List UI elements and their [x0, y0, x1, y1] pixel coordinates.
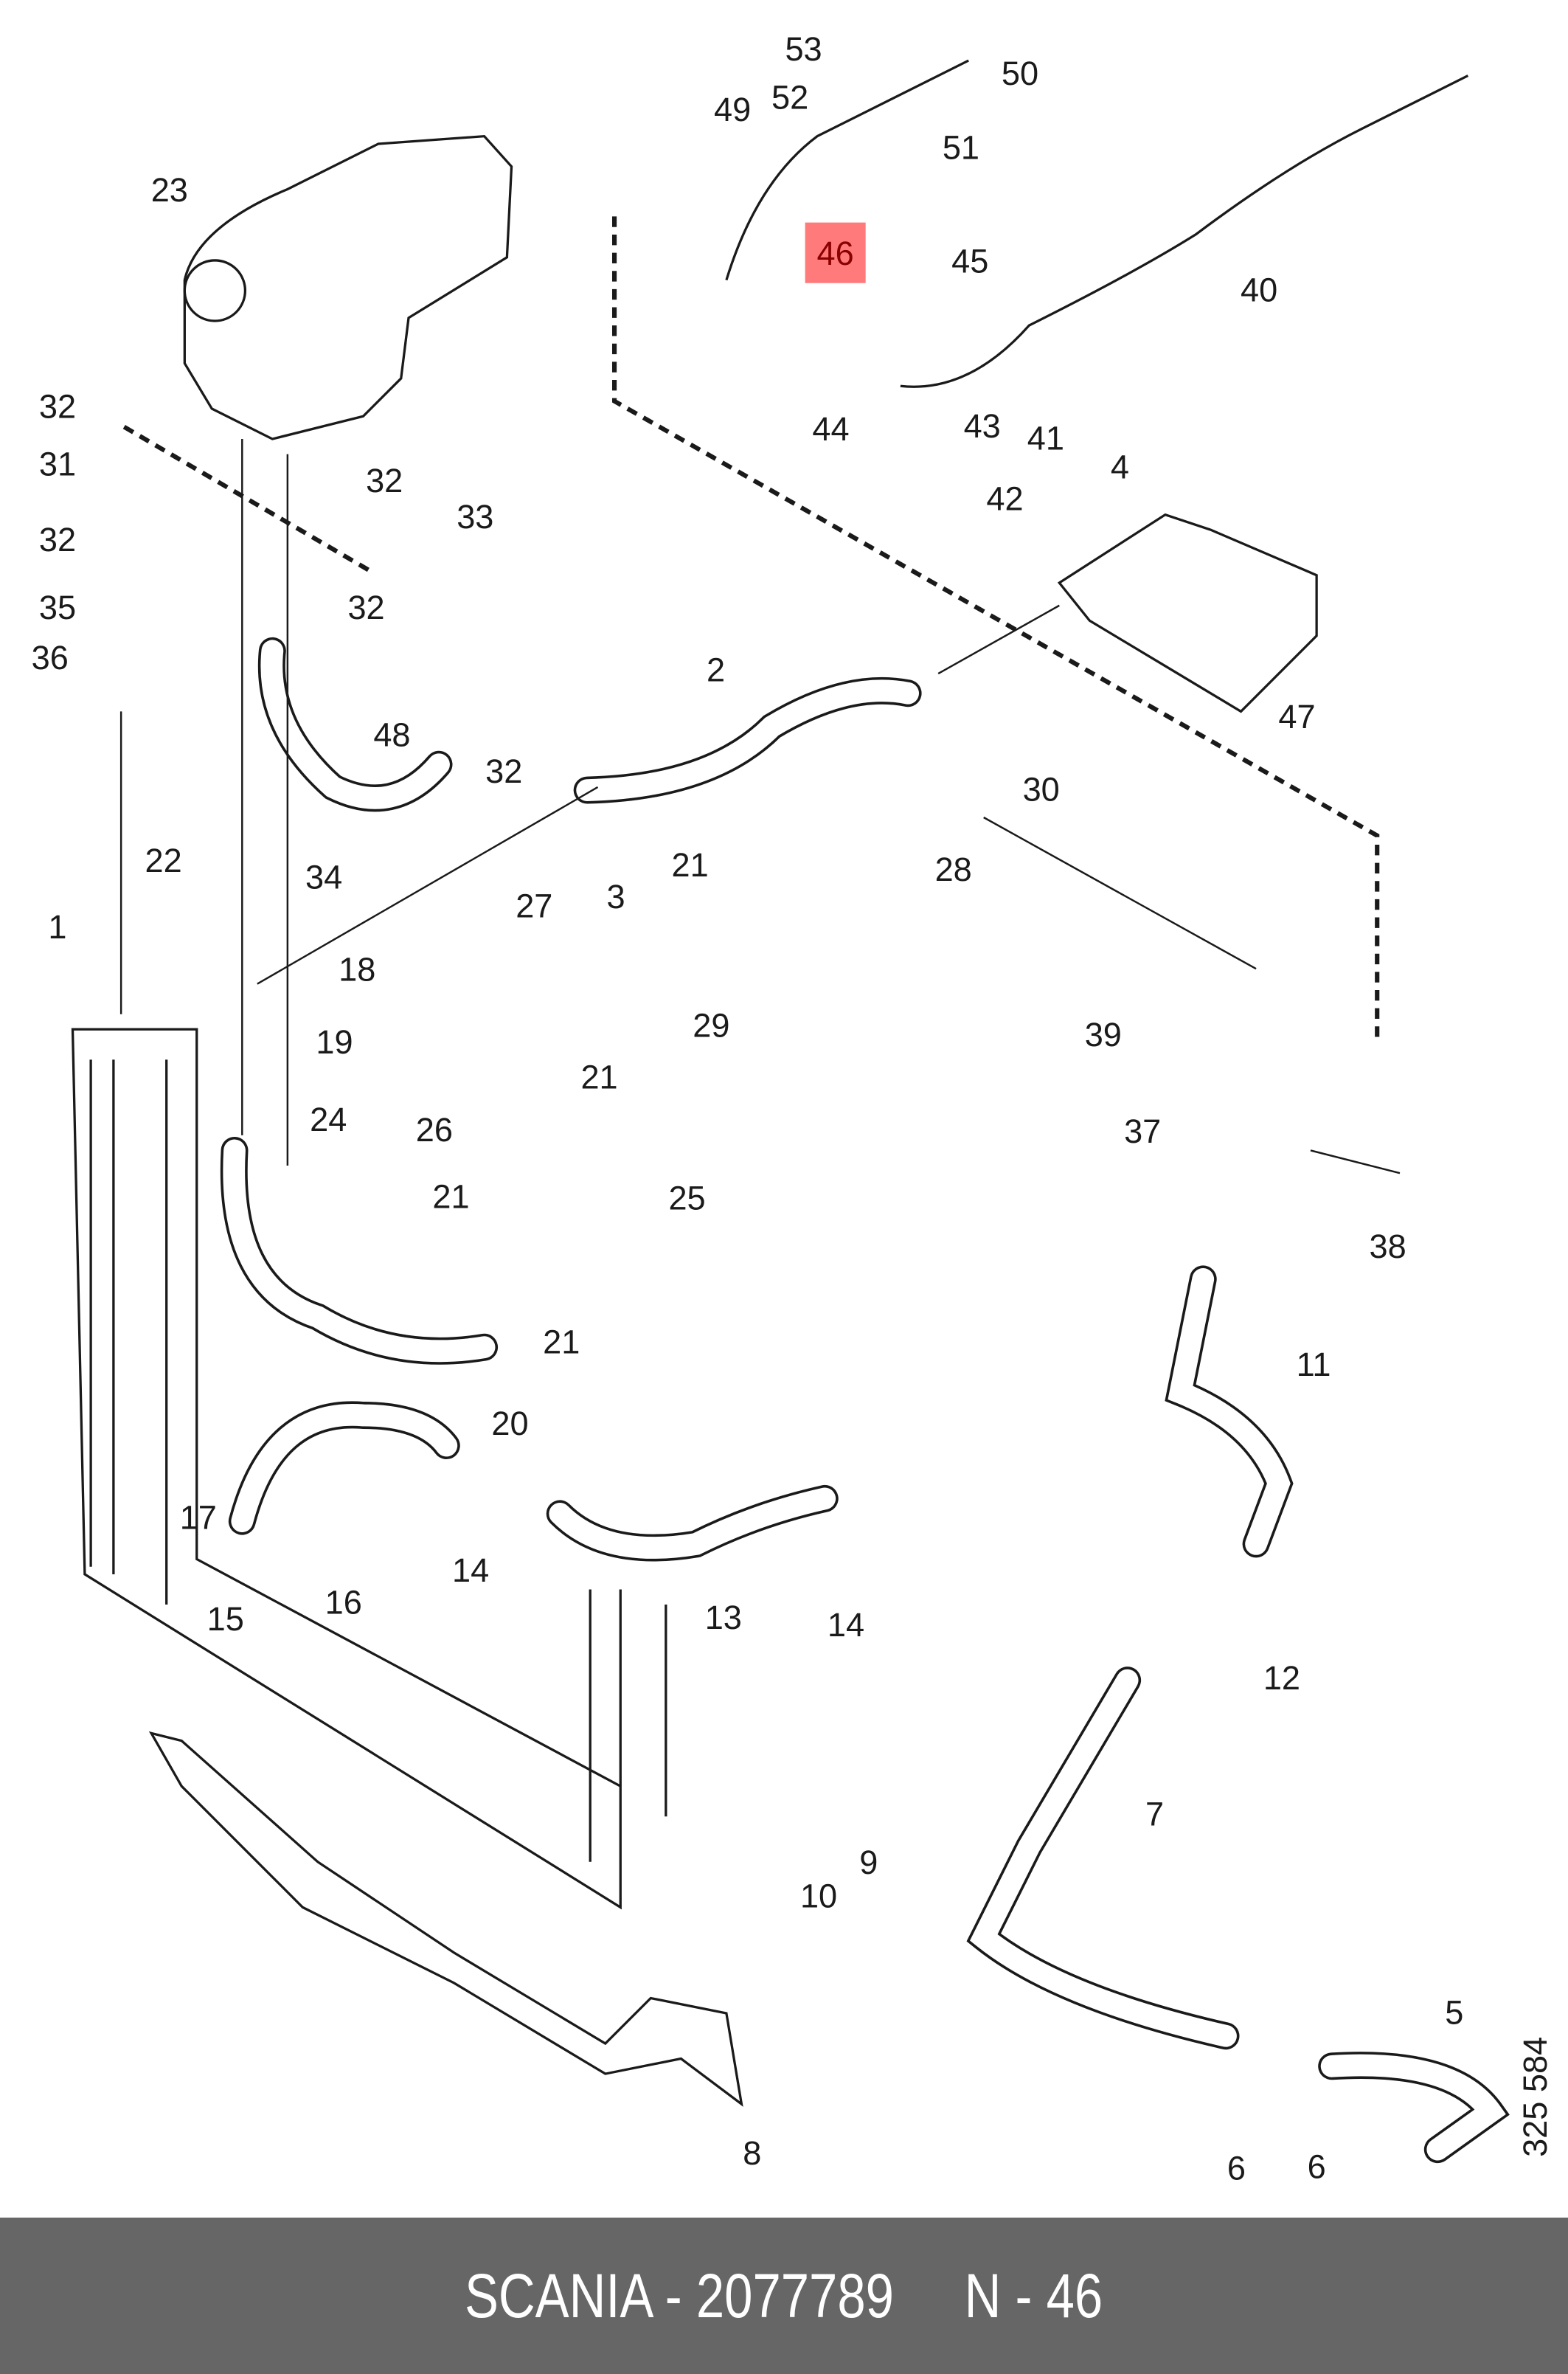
part-label-32[interactable]: 32 [39, 387, 76, 425]
part-label-36[interactable]: 36 [32, 639, 69, 676]
part-label-16[interactable]: 16 [325, 1583, 362, 1621]
part-label-32[interactable]: 32 [366, 462, 403, 499]
part-label-40[interactable]: 40 [1241, 271, 1277, 308]
sensor-cable [725, 59, 1469, 388]
tank-cap [183, 259, 247, 322]
part-label-32[interactable]: 32 [347, 589, 384, 626]
part-label-10[interactable]: 10 [800, 1877, 837, 1914]
part-label-11[interactable]: 11 [1297, 1346, 1331, 1383]
part-label-38[interactable]: 38 [1369, 1228, 1406, 1265]
part-label-45[interactable]: 45 [951, 242, 988, 280]
part-label-5[interactable]: 5 [1445, 1993, 1463, 2031]
part-label-3[interactable]: 3 [607, 878, 625, 916]
part-label-21[interactable]: 21 [543, 1323, 580, 1360]
part-label-13[interactable]: 13 [705, 1599, 742, 1636]
leader-line [983, 816, 1257, 970]
part-label-15[interactable]: 15 [207, 1600, 244, 1638]
part-label-52[interactable]: 52 [771, 79, 808, 117]
part-label-17[interactable]: 17 [180, 1498, 217, 1536]
part-label-29[interactable]: 29 [693, 1007, 729, 1045]
highlight-box [805, 222, 866, 283]
part-label-35[interactable]: 35 [39, 589, 76, 626]
part-label-26[interactable]: 26 [416, 1111, 453, 1149]
part-label-53[interactable]: 53 [785, 30, 822, 68]
part-label-6[interactable]: 6 [1227, 2150, 1246, 2187]
part-label-24[interactable]: 24 [310, 1101, 347, 1138]
part-label-49[interactable]: 49 [714, 91, 751, 128]
part-label-51[interactable]: 51 [943, 128, 979, 166]
part-label-6[interactable]: 6 [1308, 2148, 1326, 2186]
part-label-2[interactable]: 2 [707, 651, 725, 688]
leader-line [1310, 1149, 1401, 1174]
part-label-14[interactable]: 14 [452, 1551, 489, 1589]
assembly-dashed-outline [611, 216, 1380, 1042]
drawing-number: 325 584 [1516, 2037, 1554, 2157]
part-label-21[interactable]: 21 [672, 846, 709, 884]
part-label-18[interactable]: 18 [339, 951, 375, 989]
part-label-4[interactable]: 4 [1111, 448, 1129, 485]
part-label-21[interactable]: 21 [432, 1177, 469, 1215]
part-label-46[interactable]: 46 [817, 235, 854, 272]
expansion-tank [183, 134, 513, 440]
part-label-28[interactable]: 28 [935, 851, 972, 888]
footer-bar: SCANIA - 2077789 N - 46 [0, 2218, 1568, 2374]
part-label-1[interactable]: 1 [48, 908, 66, 946]
part-label-27[interactable]: 27 [516, 887, 552, 924]
part-label-33[interactable]: 33 [457, 498, 493, 536]
part-label-30[interactable]: 30 [1023, 770, 1060, 808]
leader-line [257, 786, 599, 985]
part-label-47[interactable]: 47 [1278, 698, 1315, 736]
part-label-9[interactable]: 9 [859, 1844, 878, 1881]
part-label-50[interactable]: 50 [1002, 55, 1038, 92]
lower-crossmember [148, 1731, 743, 2107]
part-label-34[interactable]: 34 [305, 858, 342, 896]
leader-line [937, 604, 1060, 675]
part-label-42[interactable]: 42 [986, 480, 1023, 517]
hoses [220, 637, 1510, 2164]
thermostat-housing [1057, 513, 1318, 713]
part-label-44[interactable]: 44 [812, 410, 849, 448]
part-label-39[interactable]: 39 [1085, 1016, 1122, 1053]
part-label-48[interactable]: 48 [373, 716, 410, 754]
part-label-41[interactable]: 41 [1027, 419, 1064, 457]
radiator [71, 1028, 667, 1910]
part-label-31[interactable]: 31 [39, 445, 76, 482]
part-label-21[interactable]: 21 [580, 1058, 617, 1096]
part-label-37[interactable]: 37 [1124, 1112, 1161, 1150]
footer-part-reference: SCANIA - 2077789 N - 46 [465, 2260, 1103, 2330]
part-label-12[interactable]: 12 [1263, 1659, 1300, 1697]
part-label-25[interactable]: 25 [668, 1179, 705, 1217]
part-label-8[interactable]: 8 [743, 2134, 761, 2172]
part-label-14[interactable]: 14 [828, 1606, 864, 1644]
part-label-7[interactable]: 7 [1145, 1796, 1164, 1833]
tank-bracket-dashed-outline [122, 424, 374, 575]
part-label-23[interactable]: 23 [151, 171, 188, 209]
part-label-32[interactable]: 32 [39, 521, 76, 558]
part-label-32[interactable]: 32 [485, 752, 522, 790]
part-label-43[interactable]: 43 [964, 407, 1001, 445]
part-label-22[interactable]: 22 [145, 842, 182, 879]
part-label-20[interactable]: 20 [491, 1405, 528, 1442]
part-label-19[interactable]: 19 [316, 1023, 353, 1061]
